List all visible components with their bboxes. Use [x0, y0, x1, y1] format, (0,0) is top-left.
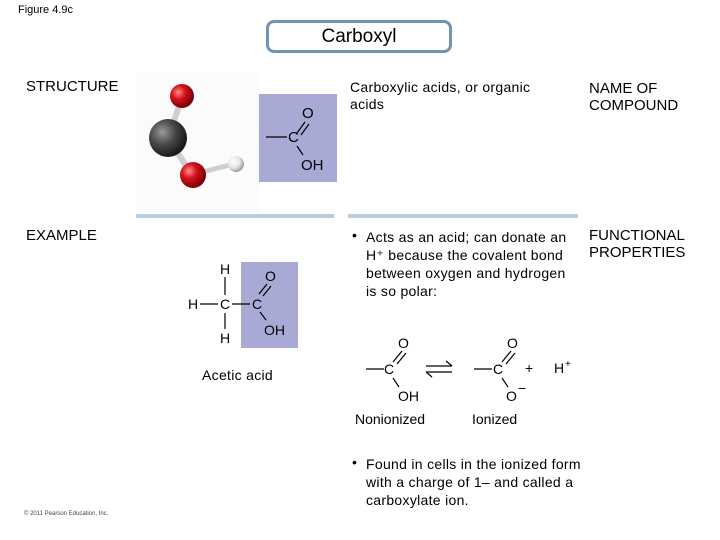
acetic-oxygen-top: O: [265, 268, 276, 284]
double-bond-line-2: [300, 123, 310, 136]
nonionized-single-bond: [392, 377, 400, 388]
functional-property-1: Acts as an acid; can donate an H⁺ becaus…: [366, 229, 567, 299]
ball-and-stick-model: [136, 72, 260, 212]
formula-hydroxyl: OH: [301, 157, 324, 174]
nonionized-carbon: C: [384, 361, 394, 377]
ionized-single-bond: [501, 377, 509, 388]
divider-left: [136, 214, 334, 218]
ionized-carbon: C: [493, 361, 503, 377]
compound-name: Carboxylic acids, or organic acids: [350, 79, 531, 112]
hydrogen-ion-charge: +: [565, 359, 571, 370]
carbon-atom: [149, 119, 187, 157]
title: Carboxyl: [321, 25, 397, 47]
structure-label: STRUCTURE: [26, 78, 119, 95]
formula-oxygen-top: O: [302, 105, 314, 122]
acetic-single-bond: [259, 311, 267, 321]
acetic-acid-label: Acetic acid: [202, 367, 273, 383]
name-of-compound-label: NAME OF COMPOUND: [589, 80, 679, 114]
acetic-carbon-1: C: [220, 296, 230, 312]
ionized-double-bond-2: [505, 352, 516, 365]
acetic-h-top: H: [220, 261, 230, 277]
acetic-double-bond-1: [258, 283, 268, 295]
acetic-hydroxyl: OH: [264, 322, 285, 338]
ionization-reaction: O C OH O C O − + H +: [366, 335, 571, 404]
acetic-carbon-2: C: [252, 296, 262, 312]
reverse-arrow-head: [425, 371, 433, 378]
acetic-h-left: H: [188, 296, 198, 312]
acetic-double-bond-2: [262, 285, 272, 297]
nonionized-label: Nonionized: [355, 411, 426, 427]
acetic-acid-formula: H H C H C O OH: [188, 261, 298, 348]
forward-arrow-head: [445, 360, 453, 367]
bullet-dot-2: •: [352, 454, 357, 470]
ionized-label: Ionized: [472, 411, 518, 427]
double-bond-line-1: [296, 121, 306, 134]
single-bond-line: [296, 145, 304, 156]
nonionized-double-bond-2: [396, 352, 407, 365]
ionized-double-bond-1: [501, 350, 512, 363]
nonionized-oxygen-top: O: [398, 335, 409, 351]
figure-label: Figure 4.9c: [18, 4, 74, 16]
nonionized-double-bond-1: [392, 350, 403, 363]
oxygen-atom-bottom: [180, 162, 206, 188]
functional-property-2: Found in cells in the ionized form with …: [366, 456, 581, 508]
formula-carbon: C: [288, 129, 299, 146]
formula-box-bg: [259, 94, 337, 182]
divider-right: [348, 214, 578, 218]
nonionized-hydroxyl: OH: [398, 388, 419, 404]
plus-sign: +: [525, 360, 533, 376]
copyright: © 2011 Pearson Education, Inc.: [24, 511, 109, 517]
hydrogen-atom: [228, 156, 244, 172]
hydrogen-ion: H: [554, 360, 564, 376]
ionized-minus-charge: −: [518, 380, 526, 396]
carboxyl-formula-box: O C OH: [259, 94, 337, 182]
ionized-oxygen-bottom: O: [506, 388, 517, 404]
example-label: EXAMPLE: [26, 227, 97, 244]
ionized-oxygen-top: O: [507, 335, 518, 351]
bullet-dot-1: •: [352, 227, 357, 243]
title-box: Carboxyl: [266, 20, 452, 53]
oxygen-atom-top: [170, 84, 194, 108]
functional-properties-label: FUNCTIONAL PROPERTIES: [589, 227, 686, 261]
acetic-carboxyl-box: [241, 262, 298, 348]
acetic-h-bottom: H: [220, 330, 230, 346]
